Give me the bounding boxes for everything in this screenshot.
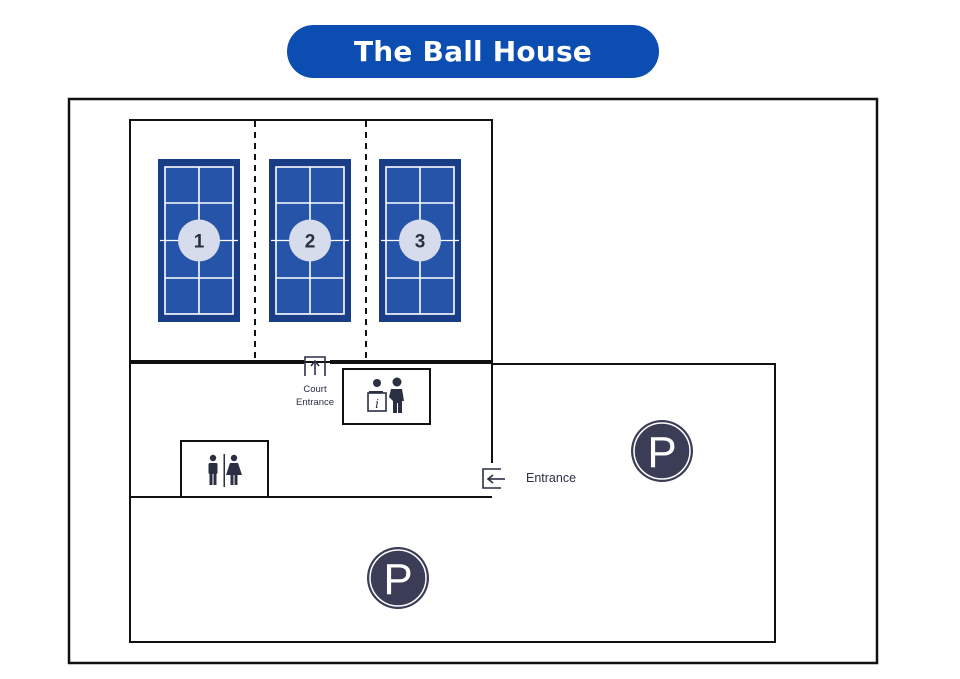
- court-number: 3: [415, 232, 426, 253]
- parking-icon: P: [367, 547, 429, 609]
- page-title: The Ball House: [353, 35, 592, 68]
- parking-icon: P: [631, 420, 693, 482]
- court-1: 1: [158, 159, 240, 322]
- title-banner: The Ball House: [287, 25, 659, 78]
- court-entrance-icon[interactable]: [304, 356, 326, 376]
- court-number-badge: [399, 219, 441, 262]
- main-entrance-label: Entrance: [526, 471, 576, 485]
- court-2: 2: [269, 159, 351, 322]
- svg-text:i: i: [375, 397, 379, 411]
- court-entrance-label-line1: Court: [303, 384, 327, 395]
- courts-group: 1 2 3: [158, 159, 461, 322]
- main-entrance-icon[interactable]: [482, 468, 505, 489]
- info-desk-icon: i: [367, 377, 404, 413]
- court-entrance-label-line2: Entrance: [296, 397, 334, 408]
- court-number-badge: [289, 219, 331, 262]
- court-hall: [129, 119, 493, 363]
- parking-lot: [129, 363, 776, 643]
- court-3: 3: [379, 159, 461, 322]
- court-number: 2: [305, 232, 316, 253]
- parking-symbol-2: P: [383, 555, 412, 604]
- restroom-icon: [208, 454, 242, 487]
- parking-symbol-1: P: [647, 428, 676, 477]
- property-boundary: [67, 97, 879, 665]
- court-number: 1: [194, 232, 205, 253]
- court-number-badge: [178, 219, 220, 262]
